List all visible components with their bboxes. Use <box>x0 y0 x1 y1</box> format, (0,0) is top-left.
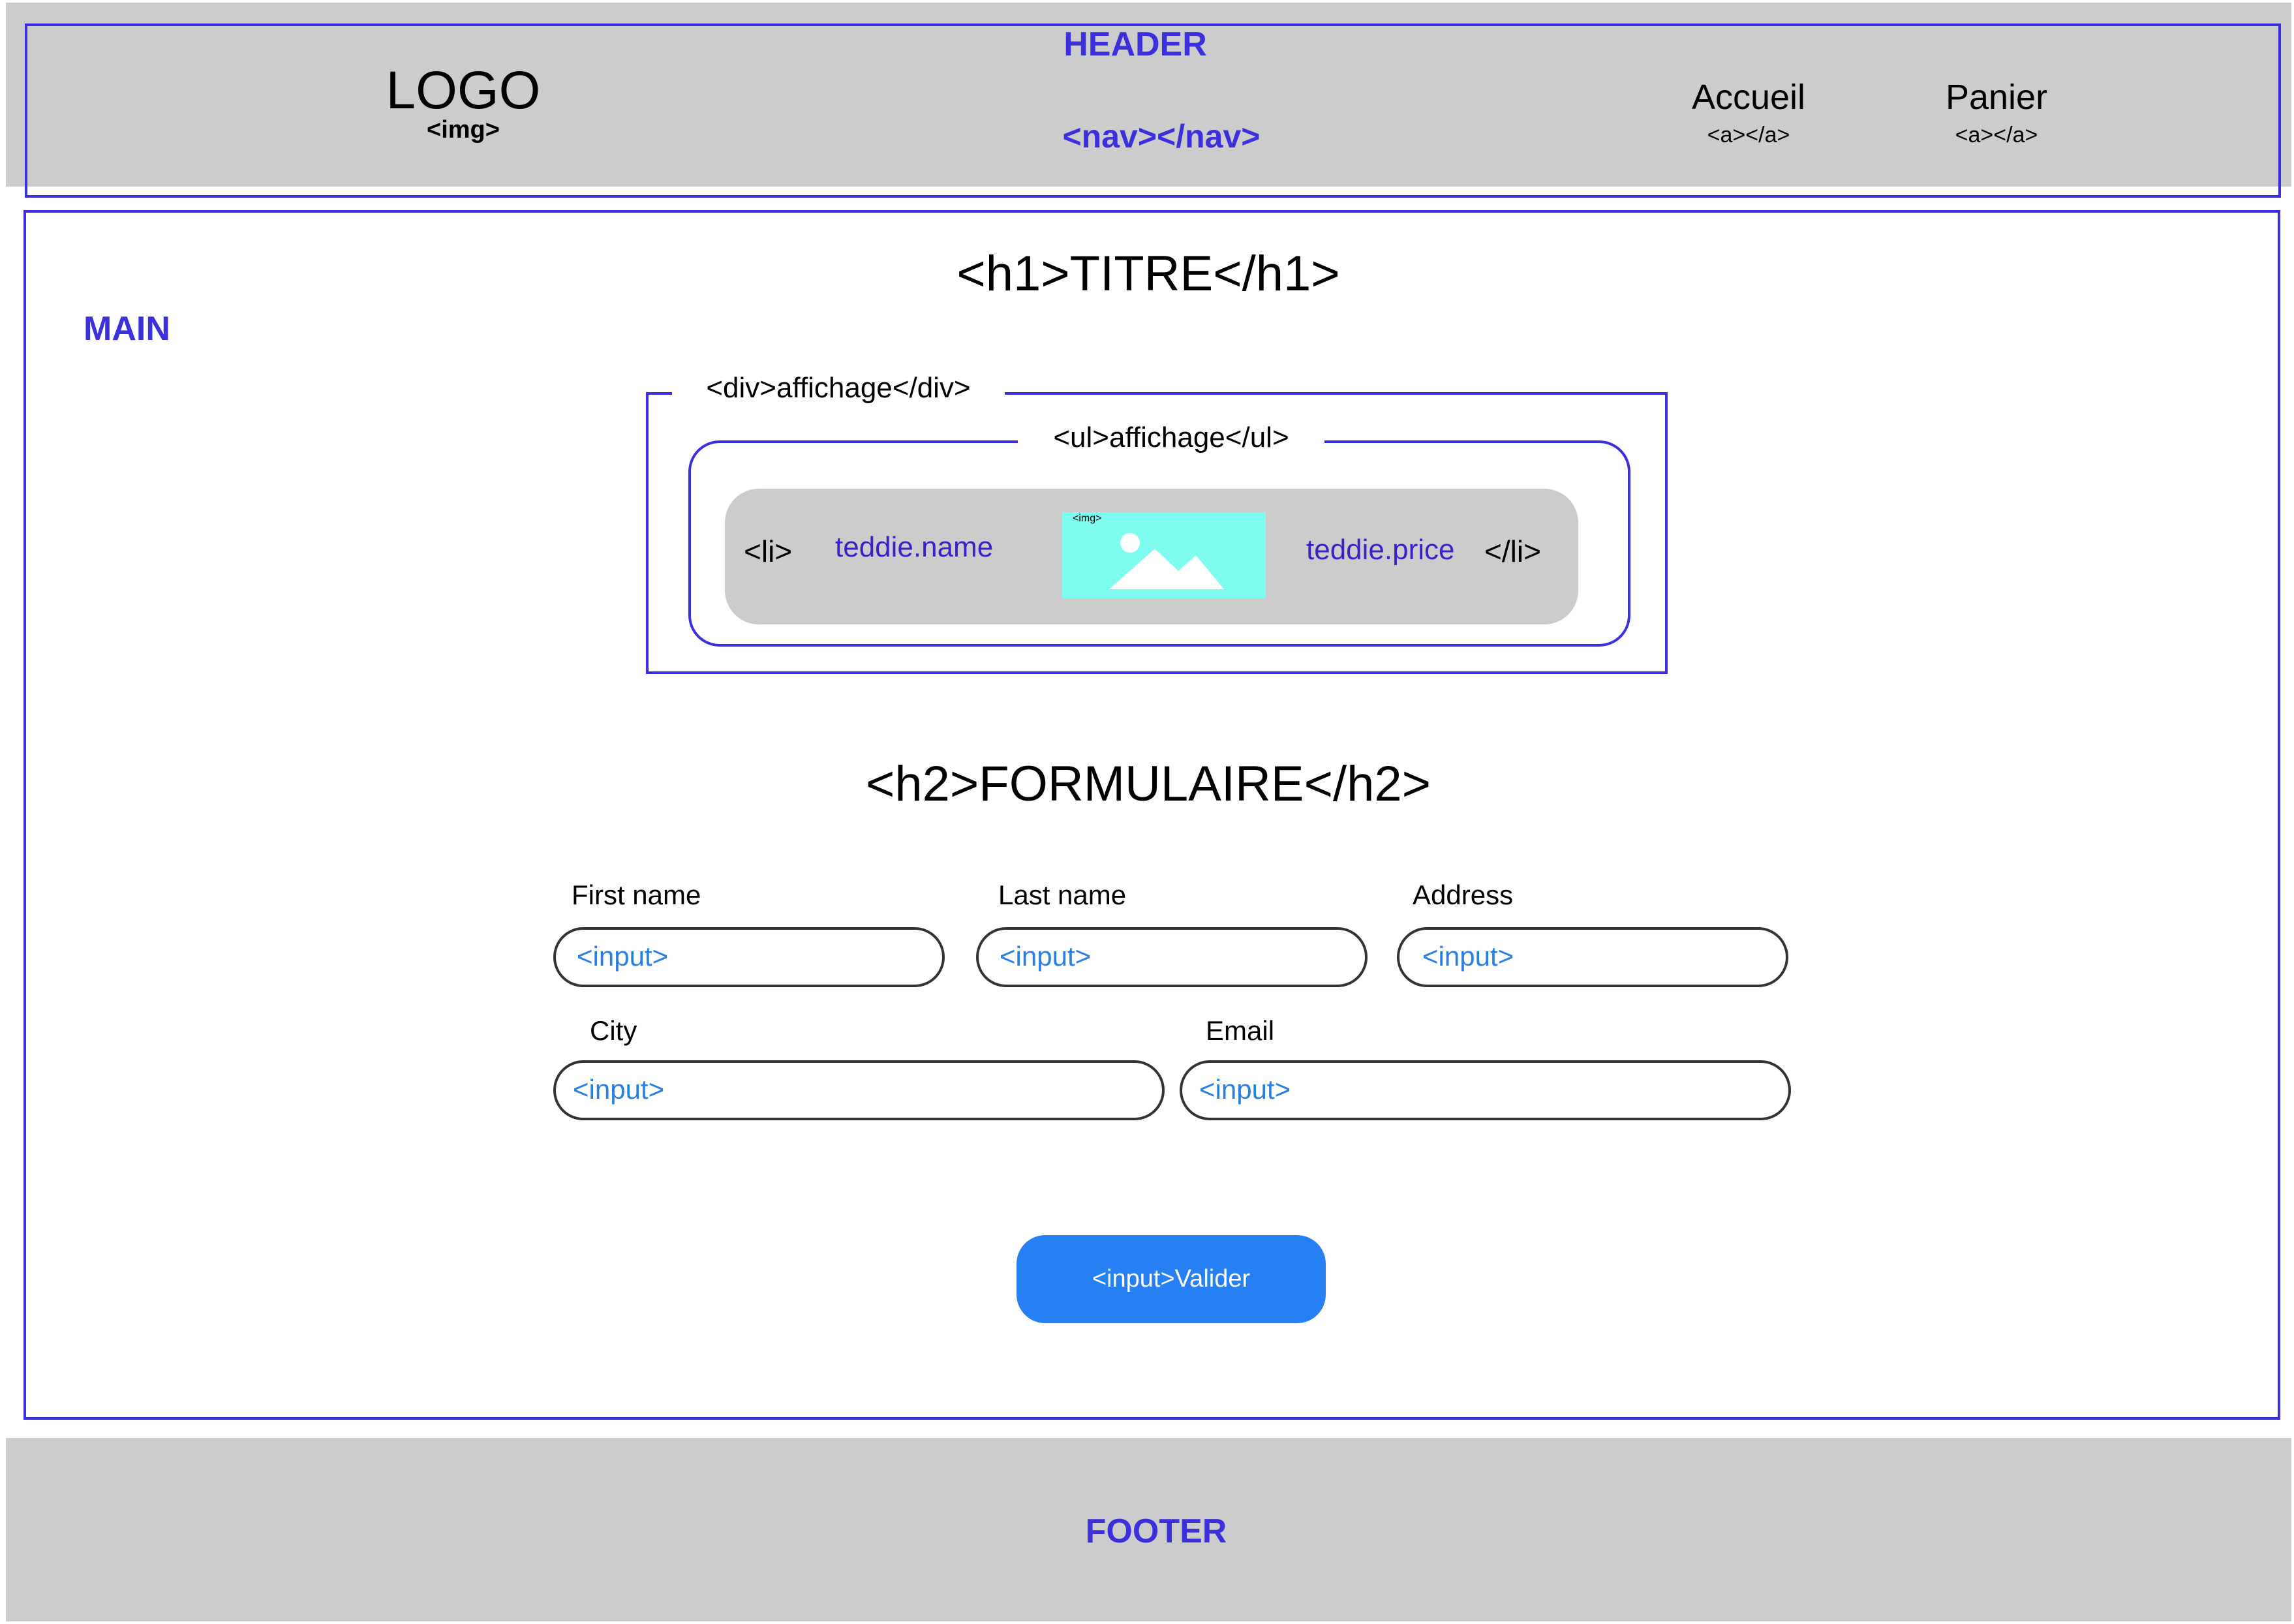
header-frame <box>25 23 2281 198</box>
address-label: Address <box>1413 880 1514 910</box>
address-field[interactable] <box>1397 927 1788 987</box>
submit-button[interactable]: <input>Valider <box>1017 1235 1326 1323</box>
image-tag: <img> <box>1073 513 1102 524</box>
header-background <box>6 3 2291 187</box>
first-name-placeholder: <input> <box>577 941 669 972</box>
form-title: <h2>FORMULAIRE</h2> <box>866 756 1431 812</box>
first-name-label: First name <box>572 880 701 910</box>
first-name-field[interactable] <box>553 927 945 987</box>
city-placeholder: <input> <box>573 1074 665 1105</box>
nav-link-panier-tag: <a></a> <box>1955 123 2038 147</box>
logo-text[interactable]: LOGO <box>386 61 541 120</box>
main-frame <box>23 210 2280 1420</box>
div-affichage-legend: <div>affichage</div> <box>706 372 971 404</box>
nav-link-accueil[interactable]: Accueil <box>1691 78 1806 117</box>
div-affichage-frame <box>646 392 1668 674</box>
city-field[interactable] <box>553 1060 1165 1120</box>
nav-tag: <nav></nav> <box>1062 118 1261 155</box>
last-name-placeholder: <input> <box>1000 941 1092 972</box>
nav-link-panier[interactable]: Panier <box>1945 78 2048 117</box>
email-field[interactable] <box>1180 1060 1791 1120</box>
header-label: HEADER <box>1063 25 1207 63</box>
teddie-name: teddie.name <box>835 531 994 563</box>
address-placeholder: <input> <box>1422 941 1514 972</box>
main-label: MAIN <box>84 310 170 348</box>
image-placeholder-icon <box>1062 512 1266 598</box>
nav-link-accueil-tag: <a></a> <box>1707 123 1790 147</box>
email-placeholder: <input> <box>1199 1074 1291 1105</box>
page-title: <h1>TITRE</h1> <box>956 246 1340 301</box>
li-open-tag: <li> <box>744 534 793 568</box>
ul-affichage-legend: <ul>affichage</ul> <box>1053 421 1289 453</box>
ul-legend-mask <box>1018 420 1324 459</box>
city-label: City <box>590 1015 637 1046</box>
div-legend-mask <box>672 371 1005 410</box>
last-name-field[interactable] <box>976 927 1368 987</box>
logo-img-tag: <img> <box>427 116 500 144</box>
footer-label: FOOTER <box>1085 1512 1227 1550</box>
last-name-label: Last name <box>998 880 1127 910</box>
teddie-price: teddie.price <box>1306 534 1455 566</box>
footer <box>6 1438 2291 1621</box>
email-label: Email <box>1206 1015 1275 1046</box>
li-close-tag: </li> <box>1484 534 1541 568</box>
